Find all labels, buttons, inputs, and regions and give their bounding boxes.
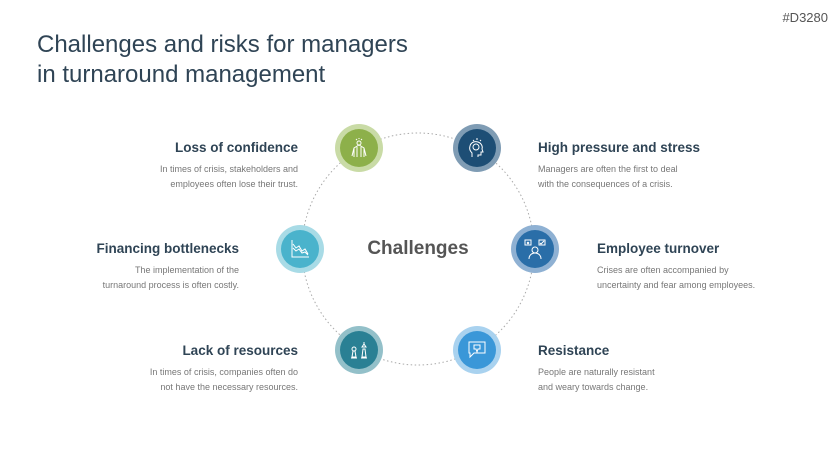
item-desc: In times of crisis, companies often do (149, 367, 298, 377)
page-title: Challenges and risks for managers in turn… (37, 30, 408, 90)
node-loss-of-confidence (335, 124, 383, 172)
item-title: Lack of resources (182, 343, 298, 358)
item-title: Employee turnover (597, 241, 720, 256)
title-line-1: Challenges and risks for managers (37, 31, 408, 58)
item-desc: not have the necessary resources. (160, 382, 298, 392)
item-title: Resistance (538, 343, 610, 358)
item-loss-of-confidence: Loss of confidence In times of crisis, st… (78, 140, 298, 192)
slide-code: #D3280 (782, 10, 828, 25)
item-title: Loss of confidence (174, 140, 298, 155)
item-desc: Managers are often the first to deal (538, 164, 678, 174)
declining-chart-icon (281, 230, 319, 268)
person-decision-icon (516, 230, 554, 268)
node-lack-of-resources (335, 326, 383, 374)
node-resistance (453, 326, 501, 374)
node-financing-bottlenecks (276, 225, 324, 273)
item-lack-of-resources: Lack of resources In times of crisis, com… (78, 343, 298, 395)
title-line-2: in turnaround management (37, 61, 326, 88)
item-desc: employees often lose their trust. (170, 179, 298, 189)
item-desc: uncertainty and fear among employees. (597, 280, 756, 290)
item-desc: and weary towards change. (538, 382, 649, 392)
item-desc: People are naturally resistant (538, 367, 655, 377)
item-desc: Crises are often accompanied by (597, 265, 729, 275)
leader-icon (340, 129, 378, 167)
thumbs-down-chat-icon (458, 331, 496, 369)
brain-stress-icon (458, 129, 496, 167)
item-desc: turnaround process is often costly. (102, 280, 239, 290)
chess-icon (340, 331, 378, 369)
item-title: Financing bottlenecks (96, 241, 239, 256)
item-title: High pressure and stress (538, 140, 701, 155)
item-desc: In times of crisis, stakeholders and (159, 164, 298, 174)
node-employee-turnover (511, 225, 559, 273)
node-high-pressure (453, 124, 501, 172)
item-desc: The implementation of the (134, 265, 239, 275)
item-desc: with the consequences of a crisis. (538, 179, 673, 189)
center-label: Challenges (367, 238, 469, 259)
